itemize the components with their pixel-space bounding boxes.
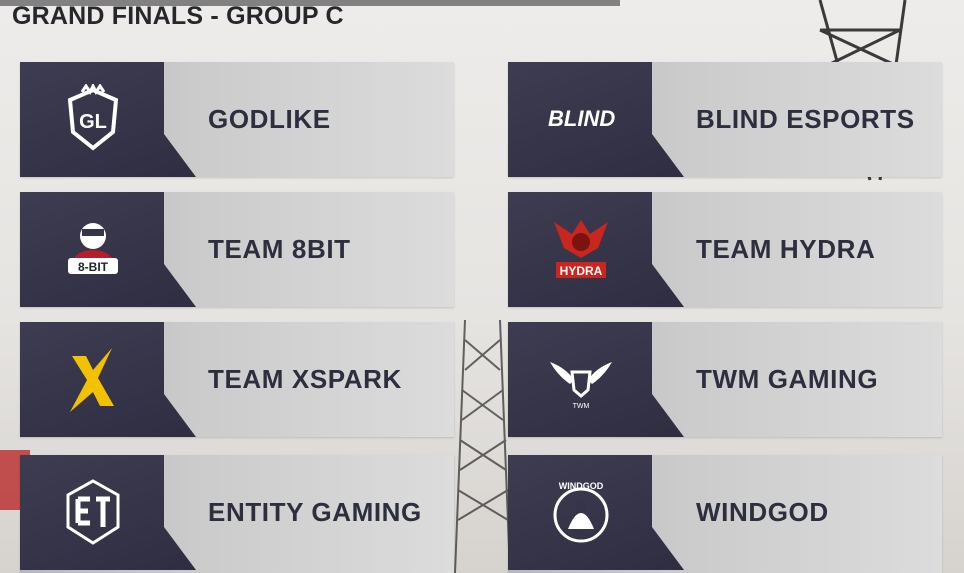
8bit-logo-icon: 8-BIT xyxy=(68,223,118,274)
blind-logo-icon: BLIND xyxy=(548,106,615,131)
team-card-twm-gaming: TWM TWM GAMING xyxy=(508,322,942,437)
team-name-godlike: GODLIKE xyxy=(208,104,331,134)
team-card-xspark: TEAM XSPARK xyxy=(20,322,454,437)
svg-text:8-BIT: 8-BIT xyxy=(78,260,109,274)
team-card-godlike: GL GODLIKE xyxy=(20,62,454,177)
team-name-windgod: WINDGOD xyxy=(696,497,829,527)
svg-text:GL: GL xyxy=(79,111,107,133)
team-name-twm-gaming: TWM GAMING xyxy=(696,364,879,394)
team-grid: GL GODLIKE BLIND BLIND ESPORTS 8-BIT TEA… xyxy=(20,62,942,573)
team-name-blind-esports: BLIND ESPORTS xyxy=(696,104,915,134)
page-title: GRAND FINALS - GROUP C xyxy=(12,2,344,30)
svg-text:BLIND: BLIND xyxy=(548,106,615,131)
xspark-logo-icon xyxy=(70,348,114,412)
entity-logo-icon xyxy=(66,479,120,545)
team-card-blind-esports: BLIND BLIND ESPORTS xyxy=(508,62,942,177)
team-card-hydra: HYDRA TEAM HYDRA xyxy=(508,192,942,307)
hydra-logo-icon: HYDRA xyxy=(554,220,608,278)
team-card-8bit: 8-BIT TEAM 8BIT xyxy=(20,192,454,307)
team-card-windgod: WINDGOD WINDGOD xyxy=(508,455,942,573)
header-strip xyxy=(0,0,620,6)
svg-text:HYDRA: HYDRA xyxy=(560,264,603,278)
twm-logo-icon: TWM xyxy=(550,362,612,410)
team-name-xspark: TEAM XSPARK xyxy=(208,364,402,394)
team-card-entity-gaming: ENTITY GAMING xyxy=(20,455,454,573)
svg-text:WINDGOD: WINDGOD xyxy=(559,481,604,491)
svg-text:TWM: TWM xyxy=(573,403,590,410)
windgod-logo-icon: WINDGOD xyxy=(553,481,609,543)
team-name-hydra: TEAM HYDRA xyxy=(696,234,876,264)
godlike-logo-icon: GL xyxy=(67,84,119,151)
team-name-8bit: TEAM 8BIT xyxy=(208,234,351,264)
team-name-entity-gaming: ENTITY GAMING xyxy=(208,497,422,527)
